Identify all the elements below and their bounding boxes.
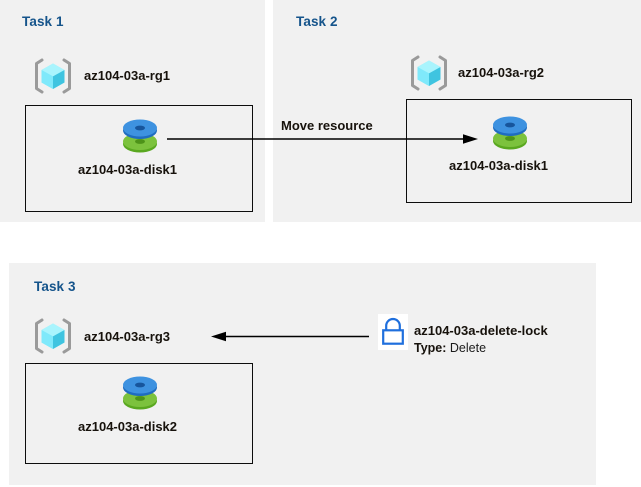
resource-group-cube-icon <box>32 315 74 357</box>
move-resource-label: Move resource <box>281 118 373 133</box>
task-3-resource-box <box>25 363 253 464</box>
task-2-panel <box>273 0 641 222</box>
task-3-resource-group-label: az104-03a-rg3 <box>84 329 170 344</box>
task-1-resource-label: az104-03a-disk1 <box>78 162 178 177</box>
task-2-resource-box <box>406 99 632 203</box>
lock-name-label: az104-03a-delete-lock <box>414 323 548 338</box>
task-2-resource-group-label: az104-03a-rg2 <box>458 65 544 80</box>
managed-disk-icon <box>119 371 161 413</box>
task-3-panel <box>9 263 596 485</box>
lock-type-value: Delete <box>449 341 487 355</box>
task-1-panel <box>0 0 265 222</box>
resource-group-cube-icon <box>408 52 450 94</box>
lock-type-key: Type: <box>414 341 447 355</box>
task-3-title: Task 3 <box>34 279 76 294</box>
task-1-resource-group-label: az104-03a-rg1 <box>84 68 170 83</box>
resource-group-cube-icon <box>32 55 74 97</box>
managed-disk-icon <box>489 111 531 153</box>
task-1-title: Task 1 <box>22 14 64 29</box>
task-2-resource-label: az104-03a-disk1 <box>449 158 549 173</box>
managed-disk-icon <box>119 114 161 156</box>
task-3-resource-label: az104-03a-disk2 <box>78 419 178 434</box>
task-1-resource-box <box>25 105 253 212</box>
lock-icon <box>378 314 408 350</box>
task-2-title: Task 2 <box>296 14 338 29</box>
lock-type-row: Type: Delete <box>414 341 486 355</box>
